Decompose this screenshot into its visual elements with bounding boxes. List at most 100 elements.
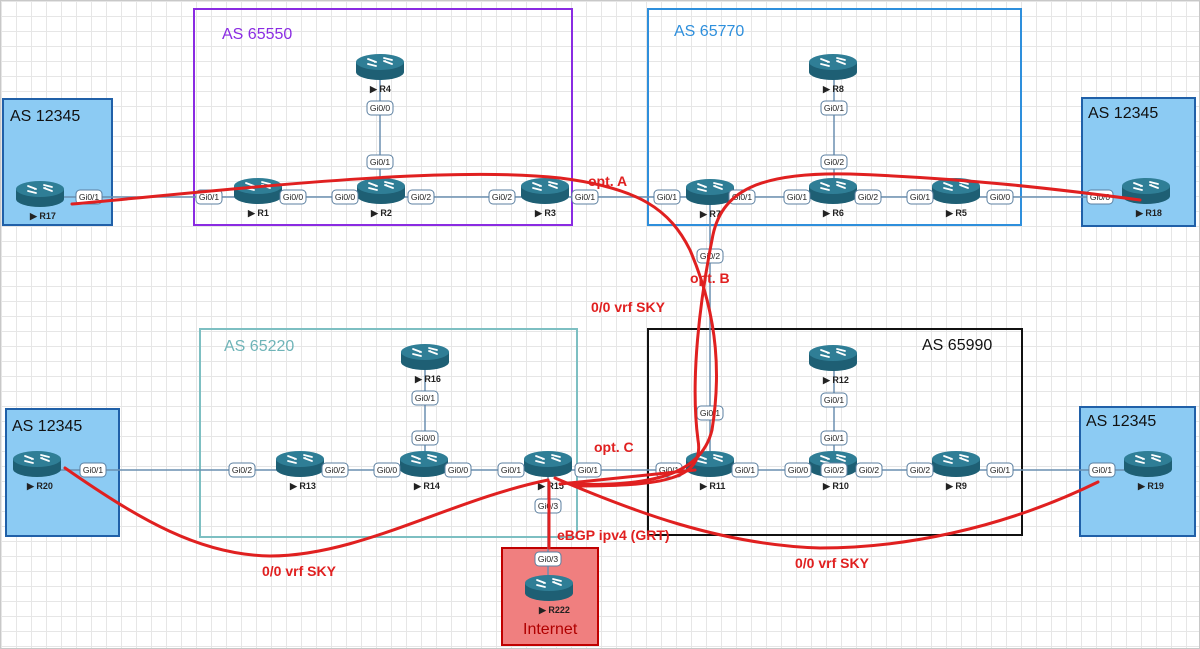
- router-label: ▶ R7: [699, 209, 721, 219]
- interface-label: Gi0/1: [575, 192, 596, 202]
- interface-badge: Gi0/1: [820, 392, 848, 408]
- interface-label: Gi0/1: [370, 157, 391, 167]
- router-icon: [808, 344, 858, 372]
- internet-label: Internet: [523, 621, 578, 638]
- router-r14[interactable]: ▶ R14: [399, 450, 449, 491]
- interface-label: Gi0/1: [787, 192, 808, 202]
- interface-label: Gi0/0: [283, 192, 304, 202]
- interface-badge: Gi0/1: [653, 189, 681, 205]
- router-icon: [12, 450, 62, 478]
- interface-label: Gi0/2: [824, 157, 845, 167]
- interface-label: Gi0/1: [659, 465, 680, 475]
- router-icon: [1121, 177, 1171, 205]
- as-label-12345-tr: AS 12345: [1088, 105, 1158, 122]
- router-r1[interactable]: ▶ R1: [233, 177, 283, 218]
- interface-badge: Gi0/0: [366, 100, 394, 116]
- router-r11[interactable]: ▶ R11: [685, 450, 735, 491]
- router-r7[interactable]: ▶ R7: [685, 178, 735, 219]
- interface-label: Gi0/1: [990, 465, 1011, 475]
- interface-badge: Gi0/2: [820, 154, 848, 170]
- interface-badge: Gi0/0: [444, 462, 472, 478]
- router-r9[interactable]: ▶ R9: [931, 450, 981, 491]
- router-r17[interactable]: ▶ R17: [15, 180, 65, 221]
- router-label: ▶ R17: [29, 211, 56, 221]
- path-opt-c: [558, 468, 697, 486]
- interface-badge: Gi0/1: [497, 462, 525, 478]
- interface-badge: Gi0/0: [411, 430, 439, 446]
- interface-badge: Gi0/0: [279, 189, 307, 205]
- interface-badge: Gi0/0: [331, 189, 359, 205]
- as-label-65550: AS 65550: [222, 26, 292, 43]
- interface-badge: Gi0/1: [731, 462, 759, 478]
- routers: ▶ R17 ▶ R1 ▶ R2 ▶ R3 ▶ R4 ▶ R7 ▶ R6 ▶ R5 ▶ R8 ▶ R…: [12, 53, 1173, 615]
- interface-label: Gi0/2: [910, 465, 931, 475]
- as-label-12345-tl: AS 12345: [10, 108, 80, 125]
- router-r3[interactable]: ▶ R3: [520, 177, 570, 218]
- vrf-sky-right-label: 0/0 vrf SKY: [795, 555, 870, 571]
- router-r2[interactable]: ▶ R2: [356, 177, 406, 218]
- router-r222[interactable]: ▶ R222: [524, 574, 574, 615]
- opt-c-label: opt. C: [594, 439, 634, 455]
- interface-label: Gi0/1: [700, 408, 721, 418]
- interface-label: Gi0/1: [735, 465, 756, 475]
- interface-badge: Gi0/1: [366, 154, 394, 170]
- interface-badge: Gi0/1: [906, 189, 934, 205]
- interface-badge: Gi0/1: [1088, 462, 1116, 478]
- router-label: ▶ R9: [945, 481, 967, 491]
- interface-label: Gi0/1: [83, 465, 104, 475]
- red-paths: [63, 172, 1142, 558]
- interface-label: Gi0/1: [824, 103, 845, 113]
- router-r5[interactable]: ▶ R5: [931, 177, 981, 218]
- interface-badge: Gi0/2: [321, 462, 349, 478]
- interface-label: Gi0/1: [415, 393, 436, 403]
- router-label: ▶ R1: [247, 208, 269, 218]
- router-label: ▶ R4: [369, 84, 391, 94]
- interface-badge: Gi0/3: [534, 551, 562, 567]
- router-icon: [808, 177, 858, 205]
- interface-label: Gi0/2: [859, 465, 880, 475]
- interface-badge: Gi0/1: [574, 462, 602, 478]
- router-icon: [523, 450, 573, 478]
- router-icon: [15, 180, 65, 208]
- interface-label: Gi0/1: [199, 192, 220, 202]
- router-label: ▶ R20: [26, 481, 53, 491]
- as-box-65220: [199, 328, 578, 538]
- interface-label: Gi0/0: [370, 103, 391, 113]
- router-r16[interactable]: ▶ R16: [400, 343, 450, 384]
- as-box-65990: [647, 328, 1023, 536]
- router-r6[interactable]: ▶ R6: [808, 177, 858, 218]
- router-icon: [399, 450, 449, 478]
- interface-badge: Gi0/1: [820, 100, 848, 116]
- as-box-12345-top-right: [1081, 97, 1196, 227]
- interface-label: Gi0/0: [788, 465, 809, 475]
- router-r10[interactable]: ▶ R10: [808, 450, 858, 491]
- router-r12[interactable]: ▶ R12: [808, 344, 858, 385]
- router-r8[interactable]: ▶ R8: [808, 53, 858, 94]
- router-label: ▶ R12: [822, 375, 849, 385]
- interface-badge: Gi0/0: [373, 462, 401, 478]
- router-label: ▶ R14: [413, 481, 440, 491]
- interface-label: Gi0/0: [448, 465, 469, 475]
- router-r20[interactable]: ▶ R20: [12, 450, 62, 491]
- router-r4[interactable]: ▶ R4: [355, 53, 405, 94]
- interface-badge: Gi0/0: [986, 189, 1014, 205]
- as-label-65220: AS 65220: [224, 338, 294, 355]
- interface-label: Gi0/3: [538, 554, 559, 564]
- interface-label: Gi0/1: [79, 192, 100, 202]
- router-label: ▶ R5: [945, 208, 967, 218]
- links: [40, 72, 1150, 590]
- as-label-12345-br: AS 12345: [1086, 413, 1156, 430]
- interface-label: Gi0/2: [325, 465, 346, 475]
- interface-badge: Gi0/2: [488, 189, 516, 205]
- router-icon: [808, 53, 858, 81]
- annotations: opt. A opt. B opt. C 0/0 vrf SKY 0/0 vrf…: [262, 173, 870, 579]
- interface-badge: Gi0/2: [228, 462, 256, 478]
- interface-label: Gi0/1: [824, 395, 845, 405]
- router-icon: [524, 574, 574, 602]
- router-r18[interactable]: ▶ R18: [1121, 177, 1171, 218]
- interface-label: Gi0/0: [377, 465, 398, 475]
- router-r19[interactable]: ▶ R19: [1123, 450, 1173, 491]
- router-r13[interactable]: ▶ R13: [275, 450, 325, 491]
